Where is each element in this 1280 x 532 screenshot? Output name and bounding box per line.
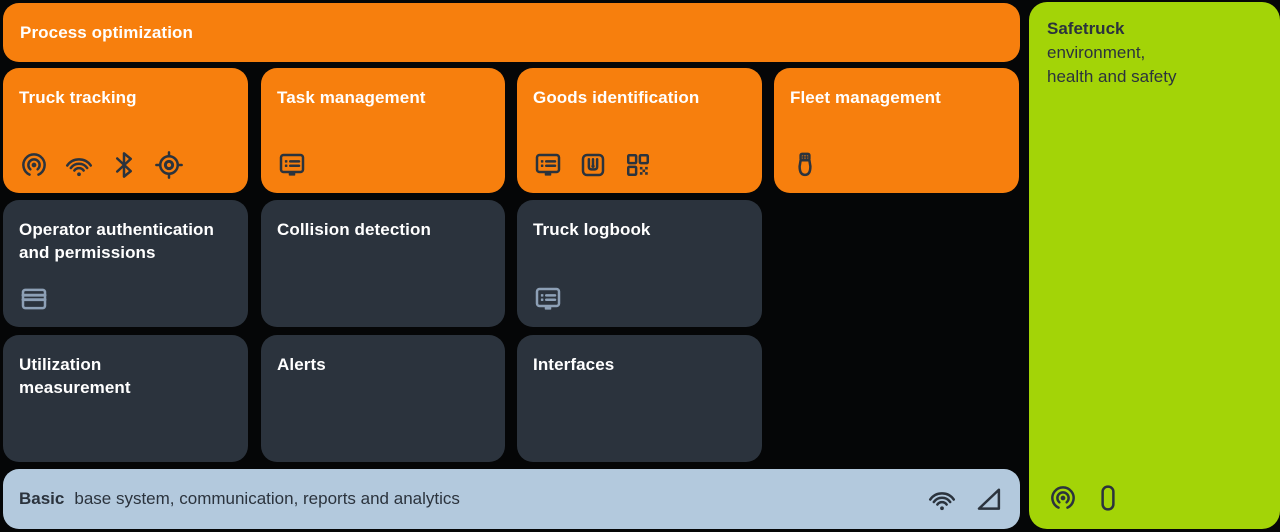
wifi-icon <box>66 158 92 178</box>
tile-icon-row <box>790 150 820 180</box>
tile-title: Fleet management <box>790 88 941 107</box>
side-panel-title: Safetruck <box>1047 19 1125 38</box>
basic-title: Basic <box>19 489 65 508</box>
basic-bar: Basic base system, communication, report… <box>3 469 1020 529</box>
broadcast-icon <box>22 153 46 176</box>
smartphone-icon <box>1101 485 1115 511</box>
tile-title: Collision detection <box>277 220 431 239</box>
tile-title: Interfaces <box>533 355 615 374</box>
usb-plug-icon <box>798 152 812 177</box>
terminal-list-icon <box>279 153 305 177</box>
basic-subtitle: base system, communication, reports and … <box>74 489 460 508</box>
tile-title: Alerts <box>277 355 326 374</box>
tile-fleet-management: Fleet management <box>774 68 1019 193</box>
basic-icon-row <box>927 484 1004 514</box>
id-card-icon <box>21 288 47 310</box>
tile-title: Utilization measurement <box>19 355 131 397</box>
tile-interfaces: Interfaces <box>517 335 762 462</box>
tile-title: Truck logbook <box>533 220 651 239</box>
tile-collision-detection: Collision detection <box>261 200 505 327</box>
tile-title: Truck tracking <box>19 88 137 107</box>
rfid-tag-icon <box>581 153 605 177</box>
terminal-list-icon <box>535 287 561 311</box>
tile-title: Goods identification <box>533 88 700 107</box>
tile-truck-logbook: Truck logbook <box>517 200 762 327</box>
side-panel-subtitle: environment, health and safety <box>1047 42 1177 86</box>
tile-icon-row <box>19 284 49 314</box>
qr-code-icon <box>627 154 649 176</box>
safetruck-environment-panel: Safetruck environment, health and safety <box>1029 2 1280 529</box>
wifi-icon <box>929 492 955 512</box>
tile-alerts: Alerts <box>261 335 505 462</box>
tile-truck-tracking: Truck tracking <box>3 68 248 193</box>
tile-goods-identification: Goods identification <box>517 68 762 193</box>
tile-operator-authentication: Operator authentication and permissions <box>3 200 248 327</box>
terminal-list-icon <box>535 153 561 177</box>
tile-title: Operator authentication and permissions <box>19 220 214 262</box>
tile-icon-row <box>533 150 653 180</box>
tile-icon-row <box>19 150 184 180</box>
side-panel-icon-row <box>1048 483 1123 513</box>
tile-task-management: Task management <box>261 68 505 193</box>
tile-title: Task management <box>277 88 426 107</box>
gps-target-icon <box>154 150 184 180</box>
cellular-signal-icon <box>977 488 1001 510</box>
process-optimization-banner: Process optimization <box>3 3 1020 62</box>
tile-utilization-measurement: Utilization measurement <box>3 335 248 462</box>
tile-icon-row <box>533 284 563 314</box>
bluetooth-icon <box>116 152 132 178</box>
process-optimization-label: Process optimization <box>20 22 193 42</box>
broadcast-icon <box>1051 486 1075 509</box>
tile-icon-row <box>277 150 307 180</box>
